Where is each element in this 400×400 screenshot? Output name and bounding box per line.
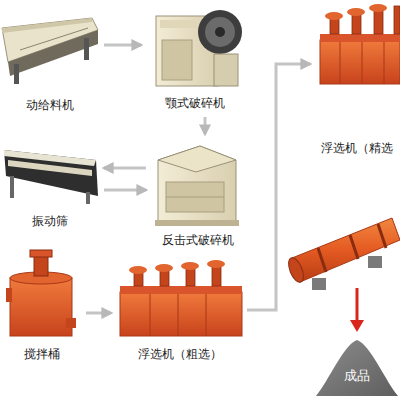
flow-arrow [104,189,146,192]
vibrating-feeder [2,18,98,84]
agitation-tank [6,250,76,336]
flow-arrow [104,44,141,47]
machine-node: 浮选机（粗选） [115,258,245,364]
product-label: 成品 [342,368,372,384]
pile-outline [316,340,398,396]
machine-label: 动给料机 [24,98,76,112]
machine-label: 振动筛 [30,214,70,228]
flow-arrow [247,64,310,310]
machine-node: 振动筛 [0,138,100,231]
machine-label: 浮选机（精选 [319,141,395,155]
machine-label: 浮选机（粗选） [136,347,224,361]
machine-node: 反击式破碎机 [150,138,245,250]
pile-shape [316,338,398,396]
machine-node: 浮选机（精选 [314,3,400,158]
output-arrow [356,288,359,322]
machine-label: 搅拌桶 [22,347,62,361]
machine-node: 动给料机 [0,5,100,115]
flow-arrow [204,117,207,134]
flow-arrow [86,312,111,315]
machine-node: 颚式破碎机 [145,3,245,113]
jaw-crusher [156,10,242,86]
vibrating-screen [4,150,98,204]
output-arrowhead [350,320,364,332]
machine-node: 搅拌桶 [2,246,82,364]
impact-crusher [155,146,239,226]
rotary-dryer [286,218,400,332]
flotation-machine [320,4,400,84]
machine-label: 反击式破碎机 [160,233,236,247]
flow-arrow [104,167,146,170]
machine-label: 颚式破碎机 [163,96,227,110]
flotation-machine [120,260,242,336]
product-pile: 成品 [316,338,398,396]
